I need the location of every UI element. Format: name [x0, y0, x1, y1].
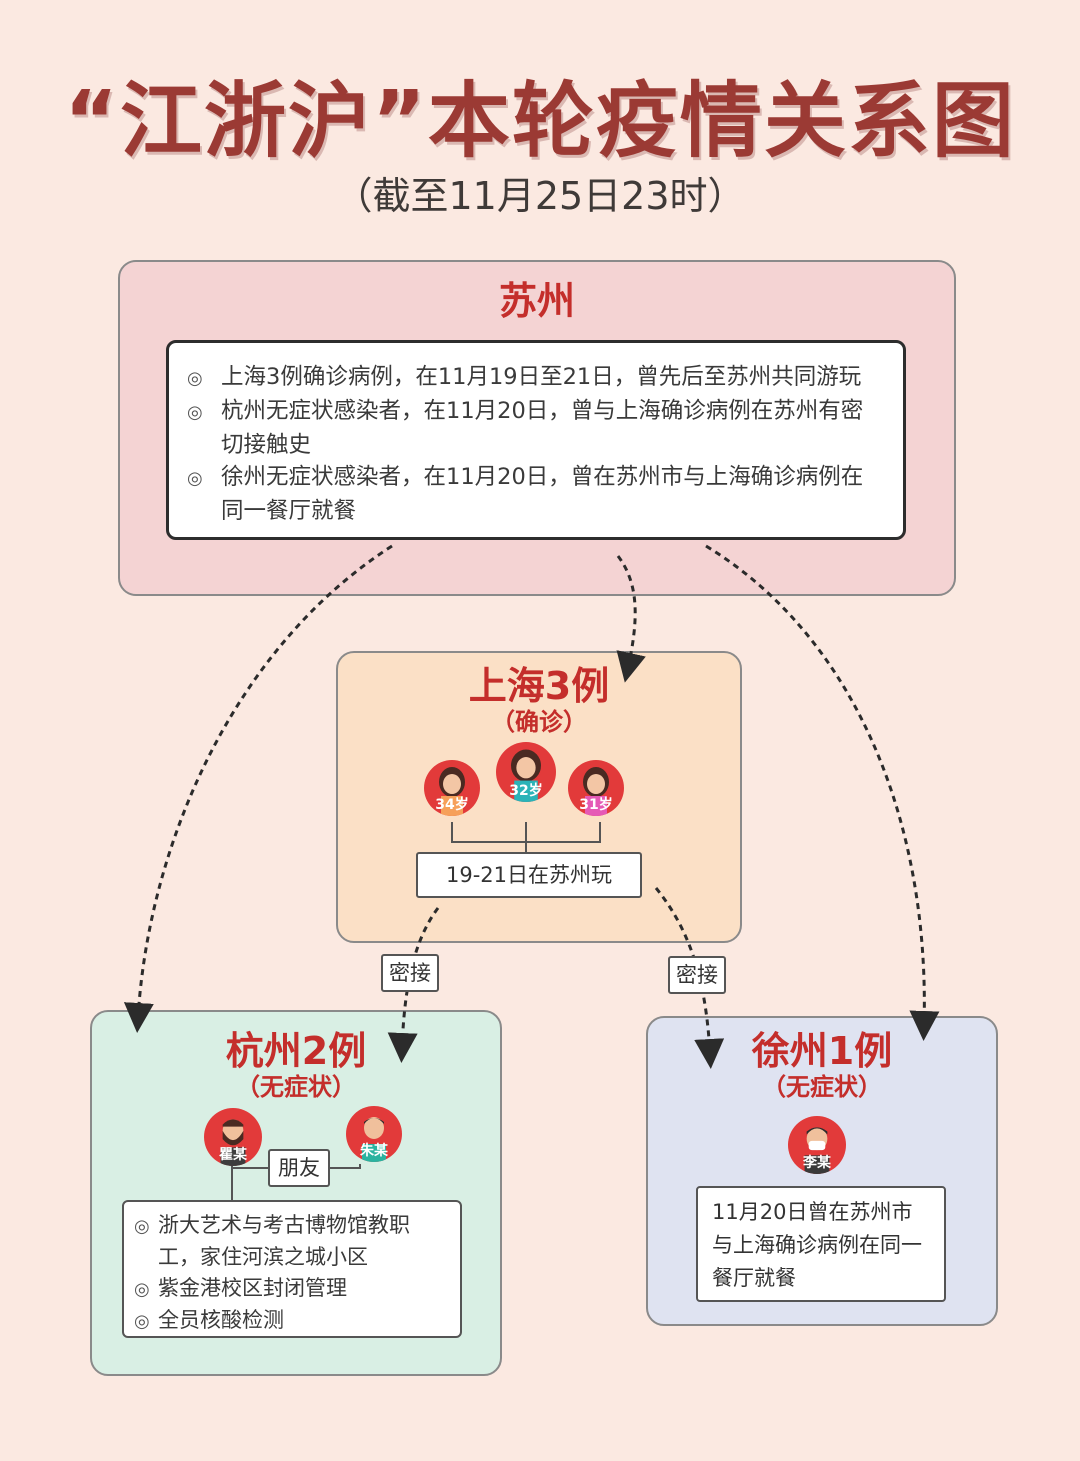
circle-dot-icon: ◎: [187, 468, 203, 489]
xuzhou-contact-tag: 密接: [668, 956, 726, 994]
woman-avatar-icon: [439, 767, 465, 816]
page-subtitle: （截至11月25日23时）: [334, 174, 746, 218]
shanghai-note: 19-21日在苏州玩: [416, 852, 642, 898]
suzhou-bullet-1: ◎上海3例确诊病例，在11月19日至21日，曾先后至苏州共同游玩: [187, 361, 885, 395]
suzhou-title: 苏州: [498, 279, 575, 323]
hangzhou-info-box: ◎浙大艺术与考古博物馆教职工，家住河滨之城小区 ◎紫金港校区封闭管理 ◎全员核酸…: [122, 1200, 462, 1338]
suzhou-bullet-2: ◎杭州无症状感染者，在11月20日，曾与上海确诊病例在苏州有密切接触史: [187, 398, 864, 458]
shanghai-avatar-1: 34岁: [424, 760, 480, 816]
shanghai-title: 上海3例: [468, 664, 610, 708]
circle-dot-icon: ◎: [134, 1311, 150, 1332]
hangzhou-title: 杭州2例: [225, 1029, 367, 1073]
hangzhou-contact-tag: 密接: [381, 954, 439, 992]
shanghai-avatar-1-label: 34岁: [435, 797, 469, 813]
hangzhou-relation-tag: 朋友: [268, 1149, 330, 1187]
hangzhou-avatar-1-label: 瞿某: [219, 1147, 247, 1163]
hangzhou-bullet-3: ◎全员核酸检测: [134, 1305, 450, 1337]
circle-dot-icon: ◎: [187, 368, 203, 389]
circle-dot-icon: ◎: [134, 1216, 150, 1237]
woman-avatar-icon: [583, 767, 609, 816]
xuzhou-avatar-label: 李某: [803, 1155, 831, 1171]
xuzhou-note: 11月20日曾在苏州市与上海确诊病例在同一餐厅就餐: [712, 1200, 922, 1290]
masked-man-avatar-icon: [804, 1127, 830, 1174]
xuzhou-title: 徐州1例: [751, 1029, 893, 1073]
hangzhou-subtitle: （无症状）: [236, 1073, 356, 1101]
hangzhou-bullet-2: ◎紫金港校区封闭管理: [134, 1273, 450, 1305]
suzhou-bullet-3: ◎徐州无症状感染者，在11月20日，曾在苏州市与上海确诊病例在同一餐厅就餐: [187, 464, 864, 524]
shanghai-avatar-3: 31岁: [568, 760, 624, 816]
shanghai-avatar-3-label: 31岁: [579, 797, 613, 813]
hangzhou-avatar-2: 朱某: [346, 1106, 402, 1162]
shanghai-avatar-2: 32岁: [496, 742, 556, 802]
hangzhou-avatar-1: 瞿某: [204, 1108, 262, 1166]
page-title: “江浙沪”本轮疫情关系图: [64, 74, 1016, 169]
woman-avatar-icon: [511, 749, 541, 802]
shanghai-subtitle: （确诊）: [491, 708, 587, 736]
suzhou-region: 苏州 ◎上海3例确诊病例，在11月19日至21日，曾先后至苏州共同游玩 ◎杭州无…: [118, 260, 956, 596]
man-avatar-icon: [362, 1117, 386, 1162]
bearded-man-avatar-icon: [220, 1119, 246, 1166]
circle-dot-icon: ◎: [187, 402, 203, 423]
hangzhou-avatar-2-label: 朱某: [360, 1143, 388, 1159]
xuzhou-subtitle: （无症状）: [762, 1073, 882, 1101]
hangzhou-bullet-1: ◎浙大艺术与考古博物馆教职工，家住河滨之城小区: [134, 1213, 410, 1269]
suzhou-info-box: ◎上海3例确诊病例，在11月19日至21日，曾先后至苏州共同游玩 ◎杭州无症状感…: [166, 340, 906, 540]
xuzhou-avatar: 李某: [788, 1116, 846, 1174]
circle-dot-icon: ◎: [134, 1279, 150, 1300]
xuzhou-info-box: 11月20日曾在苏州市与上海确诊病例在同一餐厅就餐: [696, 1186, 946, 1302]
shanghai-avatar-2-label: 32岁: [509, 783, 543, 799]
